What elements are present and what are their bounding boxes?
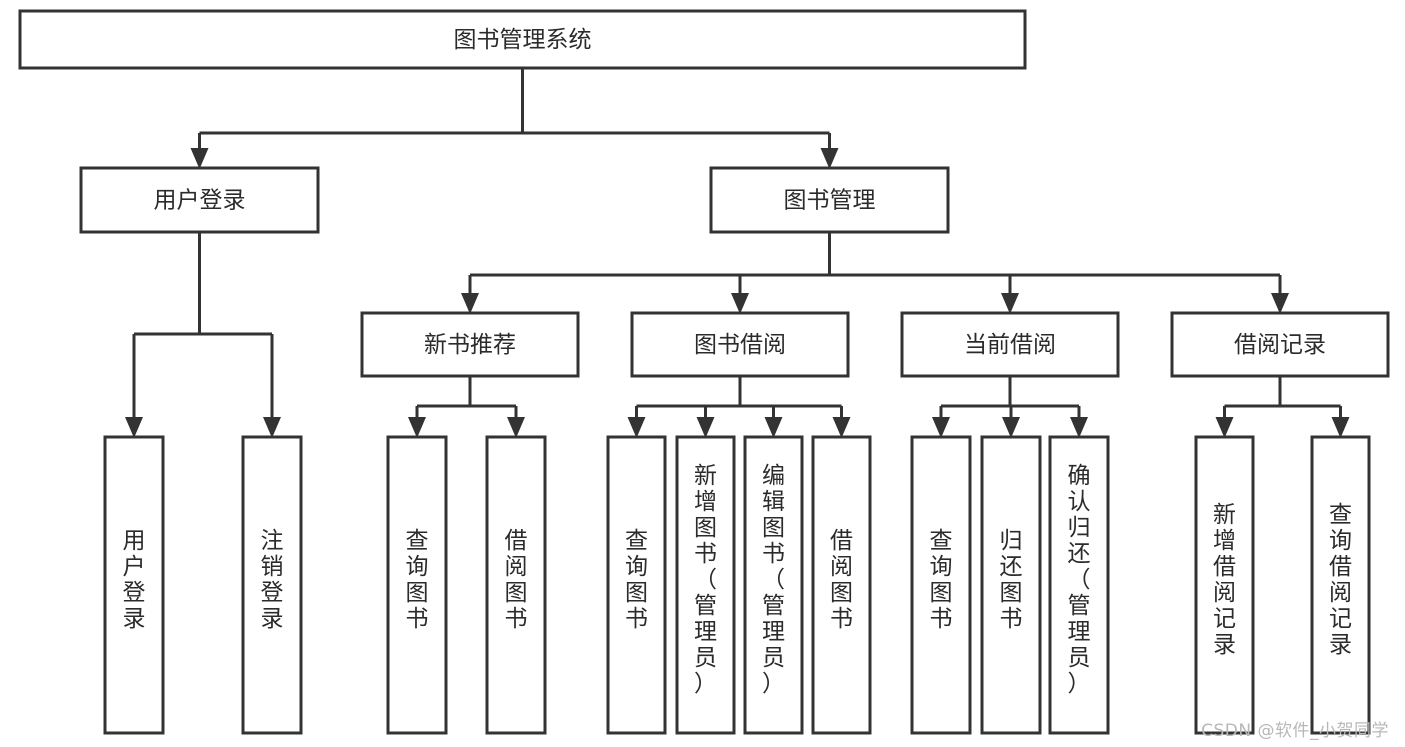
node-l3-cur-confirm[interactable]: 确认归还（管理员）: [1048, 435, 1110, 735]
node-l3-rec-borrow[interactable]: 借阅图书: [485, 435, 547, 735]
arrow-head-icon: [507, 417, 525, 438]
node-label: 查询图书: [930, 528, 953, 632]
node-l3-rec-query[interactable]: 查询图书: [386, 435, 448, 735]
arrow-head-icon: [696, 417, 715, 438]
node-box[interactable]: [743, 435, 804, 735]
node-box[interactable]: [360, 311, 580, 378]
node-box[interactable]: [103, 435, 165, 735]
connector-layer: [125, 68, 1350, 438]
node-box[interactable]: [675, 435, 736, 735]
node-box[interactable]: [241, 435, 303, 735]
node-l3-rec-add[interactable]: 新增借阅记录: [1194, 435, 1255, 735]
arrow-head-icon: [461, 293, 479, 314]
node-box[interactable]: [900, 311, 1120, 378]
arrow-head-icon: [1271, 293, 1289, 314]
node-l1-book[interactable]: 图书管理: [709, 166, 950, 234]
node-box[interactable]: [811, 435, 872, 735]
node-l2-record[interactable]: 借阅记录: [1170, 311, 1390, 378]
arrow-head-icon: [820, 148, 839, 169]
node-label: 当前借阅: [964, 332, 1056, 358]
arrow-head-icon: [627, 417, 646, 438]
node-label: 编辑图书（管理员）: [762, 463, 785, 697]
node-box[interactable]: [1194, 435, 1255, 735]
node-label: 查询图书: [406, 528, 429, 632]
node-label: 用户登录: [154, 188, 246, 214]
node-root[interactable]: 图书管理系统: [18, 9, 1027, 70]
node-box[interactable]: [606, 435, 667, 735]
node-label: 借阅图书: [830, 528, 853, 632]
node-box[interactable]: [630, 311, 850, 378]
node-box[interactable]: [910, 435, 972, 735]
node-l3-user-login[interactable]: 用户登录: [103, 435, 165, 735]
node-box[interactable]: [18, 9, 1027, 70]
node-l1-user[interactable]: 用户登录: [79, 166, 320, 234]
node-l3-rec-query2[interactable]: 查询借阅记录: [1310, 435, 1371, 735]
node-box[interactable]: [386, 435, 448, 735]
node-box[interactable]: [1170, 311, 1390, 378]
arrow-head-icon: [408, 417, 426, 438]
arrow-head-icon: [1070, 417, 1088, 438]
node-l2-recommend[interactable]: 新书推荐: [360, 311, 580, 378]
node-label: 图书管理系统: [454, 27, 592, 53]
arrow-head-icon: [1002, 417, 1020, 438]
node-l3-bor-lend[interactable]: 借阅图书: [811, 435, 872, 735]
node-l2-borrow[interactable]: 图书借阅: [630, 311, 850, 378]
arrow-head-icon: [932, 417, 950, 438]
node-box[interactable]: [79, 166, 320, 234]
node-box[interactable]: [1048, 435, 1110, 735]
arrow-head-icon: [764, 417, 783, 438]
node-label: 归还图书: [1000, 528, 1023, 632]
arrow-head-icon: [1331, 417, 1350, 438]
node-label: 借阅图书: [505, 528, 528, 632]
arrow-head-icon: [263, 417, 281, 438]
node-label: 借阅记录: [1234, 332, 1326, 358]
arrow-head-icon: [190, 148, 209, 169]
node-label: 新书推荐: [424, 332, 516, 358]
node-box[interactable]: [1310, 435, 1371, 735]
node-label: 注销登录: [261, 528, 284, 632]
node-box[interactable]: [980, 435, 1042, 735]
node-l2-current[interactable]: 当前借阅: [900, 311, 1120, 378]
node-label: 新增图书（管理员）: [694, 463, 717, 697]
arrow-head-icon: [1001, 293, 1019, 314]
node-l3-bor-query[interactable]: 查询图书: [606, 435, 667, 735]
node-label: 用户登录: [123, 528, 146, 632]
node-label: 图书借阅: [694, 332, 786, 358]
node-l3-bor-add[interactable]: 新增图书（管理员）: [675, 435, 736, 735]
node-box[interactable]: [485, 435, 547, 735]
node-label: 图书管理: [784, 188, 876, 214]
node-label: 查询借阅记录: [1329, 502, 1352, 658]
node-l3-bor-edit[interactable]: 编辑图书（管理员）: [743, 435, 804, 735]
node-box[interactable]: [709, 166, 950, 234]
arrow-head-icon: [1215, 417, 1234, 438]
node-l3-user-logout[interactable]: 注销登录: [241, 435, 303, 735]
node-label: 确认归还（管理员）: [1068, 463, 1091, 697]
csdn-watermark: CSDN @软件_小贺同学: [1201, 721, 1389, 741]
arrow-head-icon: [832, 417, 851, 438]
node-layer: 图书管理系统用户登录图书管理新书推荐图书借阅当前借阅借阅记录用户登录注销登录查询…: [18, 9, 1390, 735]
node-l3-cur-query[interactable]: 查询图书: [910, 435, 972, 735]
arrow-head-icon: [731, 293, 749, 314]
node-l3-cur-return[interactable]: 归还图书: [980, 435, 1042, 735]
node-label: 新增借阅记录: [1213, 502, 1236, 658]
node-label: 查询图书: [625, 528, 648, 632]
arrow-head-icon: [125, 417, 143, 438]
